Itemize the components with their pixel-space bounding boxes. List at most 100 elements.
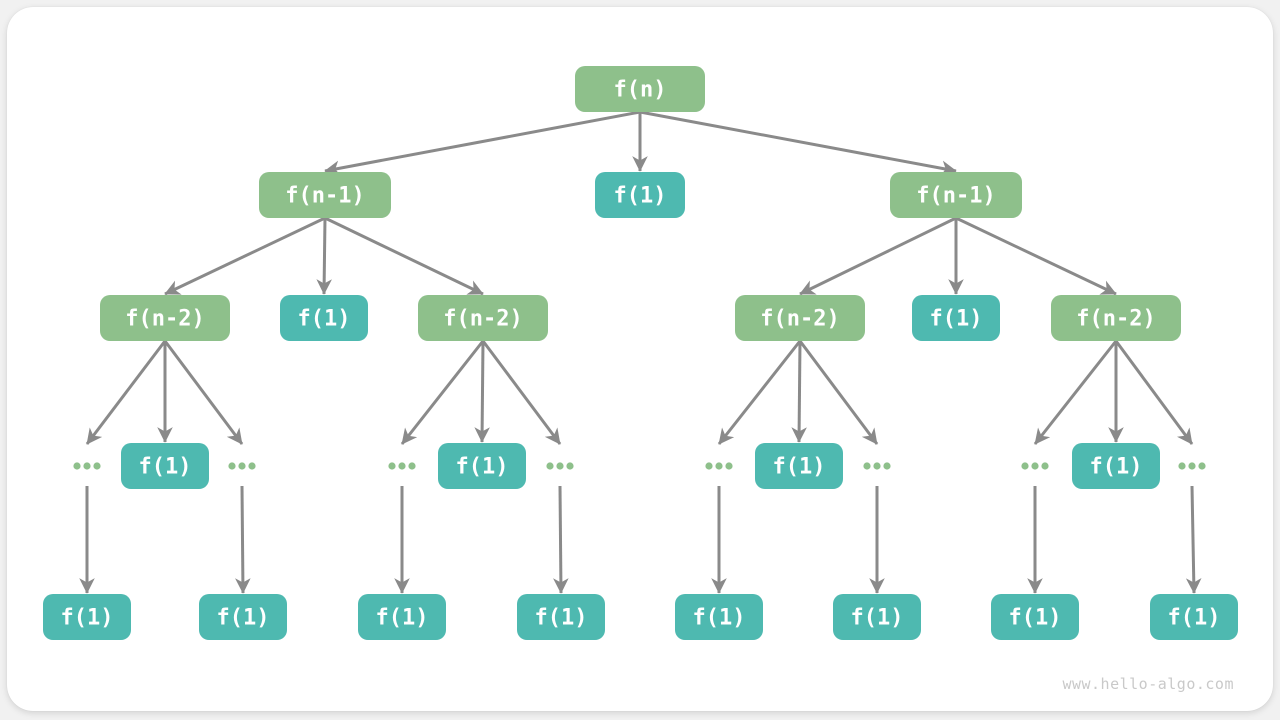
tree-node-e5: f(1) [675,594,763,640]
tree-node-d8 [1178,462,1206,470]
tree-node-e8: f(1) [1150,594,1238,640]
ellipsis-dot [73,462,81,470]
ellipsis-dot [715,462,723,470]
tree-node-c4: f(1) [1072,443,1160,489]
nodes-layer: f(n) f(n-1) f(1) f(n-1) f(n-2) f(1) f(n-2) f(n-… [43,66,1238,640]
edge-arrow-root-a1 [324,110,641,176]
node-label: f(1) [298,307,351,332]
edge-arrow-b6-d7 [1033,340,1118,445]
edge-arrow-a3-b4 [799,216,957,296]
ellipsis-dot [228,462,236,470]
node-label: f(n-2) [760,307,839,332]
tree-node-e7: f(1) [991,594,1079,640]
edge-arrow-a1-b1 [164,216,326,296]
ellipsis-dot [1041,462,1049,470]
node-box [1051,295,1181,341]
node-label: f(1) [1009,606,1062,631]
ellipsis-dot [1178,462,1186,470]
tree-node-d4 [546,462,574,470]
ellipsis-dot [248,462,256,470]
ellipsis-dot [1188,462,1196,470]
node-label: f(1) [61,606,114,631]
tree-node-a2: f(1) [595,172,685,218]
node-box [100,295,230,341]
node-label: f(n-1) [916,184,995,209]
node-label: f(1) [217,606,270,631]
tree-node-b2: f(1) [280,295,368,341]
tree-node-d2 [228,462,256,470]
tree-node-d6 [863,462,891,470]
node-box [735,295,865,341]
tree-node-d1 [73,462,101,470]
edge-arrow-b3-d4 [481,340,562,445]
edge-arrow-a1-b3 [324,216,484,296]
node-box [1150,594,1238,640]
ellipsis-dot [93,462,101,470]
tree-node-e2: f(1) [199,594,287,640]
node-label: f(n-2) [125,307,204,332]
edge-arrow-d4-e4 [553,485,569,594]
tree-node-e1: f(1) [43,594,131,640]
ellipsis-dot [1031,462,1039,470]
tree-node-c1: f(1) [121,443,209,489]
watermark-text: www.hello-algo.com [1062,675,1234,693]
node-box [833,594,921,640]
ellipsis-dot [556,462,564,470]
tree-node-c2: f(1) [438,443,526,489]
tree-node-d7 [1021,462,1049,470]
edge-arrow-a3-b6 [955,216,1117,296]
ellipsis-dot [1021,462,1029,470]
node-label: f(1) [1090,455,1143,480]
tree-node-b1: f(n-2) [100,295,230,341]
node-box [595,172,685,218]
edge-arrow-b4-d6 [798,340,879,445]
tree-node-d5 [705,462,733,470]
node-label: f(n) [614,78,667,103]
node-box [121,443,209,489]
tree-node-e6: f(1) [833,594,921,640]
node-box [890,172,1022,218]
node-box [358,594,446,640]
tree-node-e4: f(1) [517,594,605,640]
ellipsis-dot [566,462,574,470]
ellipsis-dot [398,462,406,470]
node-box [991,594,1079,640]
node-box [912,295,1000,341]
node-box [517,594,605,640]
node-box [1072,443,1160,489]
edge-arrow-b4-d5 [717,340,802,445]
tree-node-b4: f(n-2) [735,295,865,341]
node-label: f(1) [139,455,192,480]
edge-arrow-b1-d2 [163,340,244,445]
tree-node-b3: f(n-2) [418,295,548,341]
tree-node-d3 [388,462,416,470]
tree-node-a3: f(n-1) [890,172,1022,218]
node-label: f(1) [1168,606,1221,631]
node-label: f(n-2) [443,307,522,332]
node-box [43,594,131,640]
node-label: f(1) [614,184,667,209]
node-box [575,66,705,112]
edge-arrow-root-a3 [639,110,957,176]
node-box [259,172,391,218]
edge-arrow-b1-d1 [85,340,167,445]
ellipsis-dot [546,462,554,470]
node-box [675,594,763,640]
edge-arrow-d2-e2 [235,485,251,594]
ellipsis-dot [725,462,733,470]
tree-node-e3: f(1) [358,594,446,640]
edge-arrow-b3-d3 [400,340,485,445]
ellipsis-dot [863,462,871,470]
tree-node-c3: f(1) [755,443,843,489]
edge-arrow-d8-e8 [1185,485,1202,594]
ellipsis-dot [83,462,91,470]
tree-node-a1: f(n-1) [259,172,391,218]
node-box [755,443,843,489]
node-label: f(1) [535,606,588,631]
tree-node-b5: f(1) [912,295,1000,341]
node-label: f(1) [773,455,826,480]
ellipsis-dot [705,462,713,470]
ellipsis-dot [1198,462,1206,470]
